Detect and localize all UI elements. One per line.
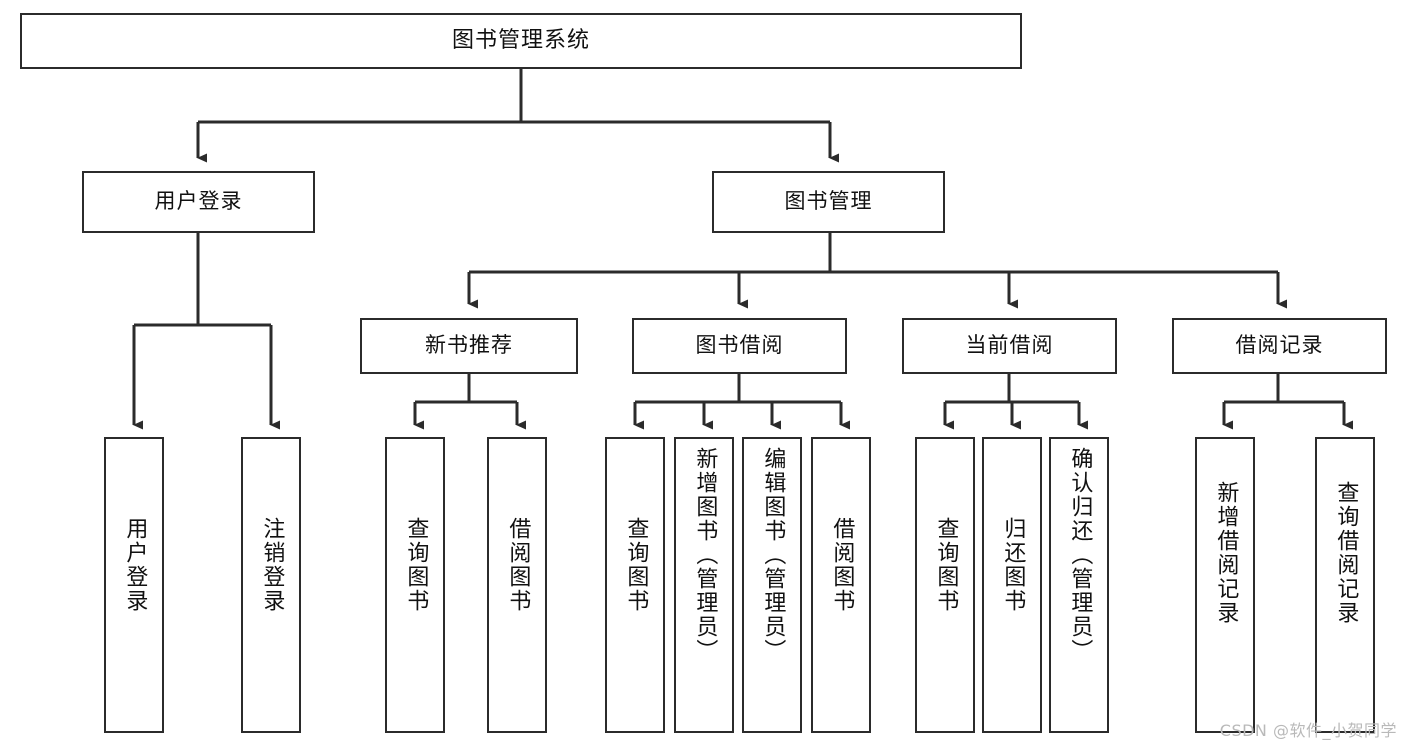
node-label: 用户登录 (122, 517, 148, 613)
node-label: 用户登录 (154, 189, 243, 214)
node-leaf-query-record[interactable]: 查询借阅记录 (1315, 437, 1375, 733)
node-new-book-recommend[interactable]: 新书推荐 (360, 318, 578, 374)
csdn-watermark: CSDN @软件_小贺同学 (1219, 721, 1397, 740)
node-leaf-confirm-return[interactable]: 确认归还（管理员） (1049, 437, 1109, 733)
node-leaf-edit-book[interactable]: 编辑图书（管理员） (742, 437, 802, 733)
node-label: 归还图书 (1000, 517, 1026, 613)
node-label: 编辑图书（管理员） (760, 447, 786, 663)
node-label: 注销登录 (259, 517, 285, 613)
node-label: 查询图书 (403, 517, 429, 613)
node-label: 当前借阅 (965, 333, 1054, 358)
node-leaf-return-book[interactable]: 归还图书 (982, 437, 1042, 733)
node-user-login[interactable]: 用户登录 (82, 171, 315, 233)
node-book-borrow[interactable]: 图书借阅 (632, 318, 847, 374)
node-leaf-query-book-1[interactable]: 查询图书 (385, 437, 445, 733)
node-label: 查询图书 (933, 517, 959, 613)
node-leaf-user-login[interactable]: 用户登录 (104, 437, 164, 733)
node-label: 图书借阅 (695, 333, 784, 358)
node-leaf-add-book[interactable]: 新增图书（管理员） (674, 437, 734, 733)
node-label: 借阅图书 (505, 517, 531, 613)
node-label: 确认归还（管理员） (1067, 447, 1093, 663)
node-leaf-add-record[interactable]: 新增借阅记录 (1195, 437, 1255, 733)
node-borrow-record[interactable]: 借阅记录 (1172, 318, 1387, 374)
node-label: 查询借阅记录 (1333, 481, 1359, 625)
node-leaf-borrow-book-1[interactable]: 借阅图书 (487, 437, 547, 733)
node-label: 图书管理 (784, 189, 873, 214)
node-leaf-query-book-3[interactable]: 查询图书 (915, 437, 975, 733)
node-current-borrow[interactable]: 当前借阅 (902, 318, 1117, 374)
node-label: 新书推荐 (425, 333, 513, 358)
node-book-management-system[interactable]: 图书管理系统 (20, 13, 1022, 69)
node-leaf-query-book-2[interactable]: 查询图书 (605, 437, 665, 733)
node-label: 新增图书（管理员） (692, 447, 718, 663)
node-leaf-logout-login[interactable]: 注销登录 (241, 437, 301, 733)
node-label: 查询图书 (623, 517, 649, 613)
node-label: 借阅记录 (1235, 333, 1324, 358)
node-book-management[interactable]: 图书管理 (712, 171, 945, 233)
node-label: 图书管理系统 (451, 27, 590, 53)
node-label: 借阅图书 (829, 517, 855, 613)
node-label: 新增借阅记录 (1213, 481, 1239, 625)
node-leaf-borrow-book-2[interactable]: 借阅图书 (811, 437, 871, 733)
